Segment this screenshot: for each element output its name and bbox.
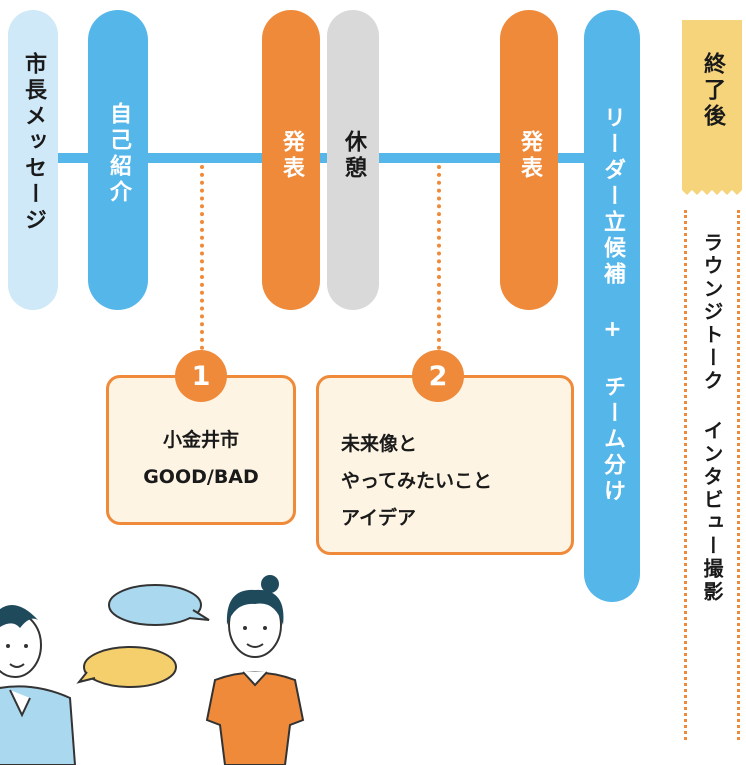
after-activity-label: ラウンジトーク インタビュー撮影 (700, 232, 724, 604)
after-event-tag: 終了後 (682, 20, 742, 190)
person-left-illustration (0, 605, 77, 765)
connector-1 (200, 165, 204, 350)
after-dotline-right (737, 210, 740, 740)
session-2-line2: やってみたいこと (341, 470, 493, 492)
session-2-line3: アイデア (341, 507, 417, 529)
mayor-message-label: 市長メッセージ (21, 52, 46, 234)
break-pill: 休憩 (327, 10, 379, 310)
session-box-2: 未来像と やってみたいこと アイデア (316, 375, 574, 555)
after-event-label: 終了後 (700, 52, 725, 130)
session-2-number: 2 (412, 350, 464, 402)
after-dotline-left (684, 210, 687, 740)
speech-bubble-blue (108, 584, 210, 626)
leader-team-pill: リーダー立候補 + チーム分け (584, 10, 640, 602)
speech-bubble-yellow (76, 646, 177, 688)
presentation-2-pill: 発表 (500, 10, 558, 310)
presentation-1-pill: 発表 (262, 10, 320, 310)
session-box-1: 小金井市 GOOD/BAD (106, 375, 296, 525)
session-2-line1: 未来像と (341, 433, 418, 455)
presentation-2-label: 発表 (517, 130, 542, 182)
mayor-message-pill: 市長メッセージ (8, 10, 58, 310)
connector-2 (437, 165, 441, 350)
person-right-illustration (205, 575, 305, 765)
session-1-number: 1 (175, 350, 227, 402)
session-1-line1: 小金井市 (162, 429, 239, 451)
tag-zigzag-edge (682, 188, 742, 195)
leader-team-label: リーダー立候補 + チーム分け (600, 106, 625, 505)
self-intro-pill: 自己紹介 (88, 10, 148, 310)
self-intro-label: 自己紹介 (106, 102, 131, 206)
after-activity-column: ラウンジトーク インタビュー撮影 (684, 210, 740, 740)
break-label: 休憩 (341, 130, 366, 182)
session-1-line2: GOOD/BAD (143, 466, 259, 488)
presentation-1-label: 発表 (279, 130, 304, 182)
